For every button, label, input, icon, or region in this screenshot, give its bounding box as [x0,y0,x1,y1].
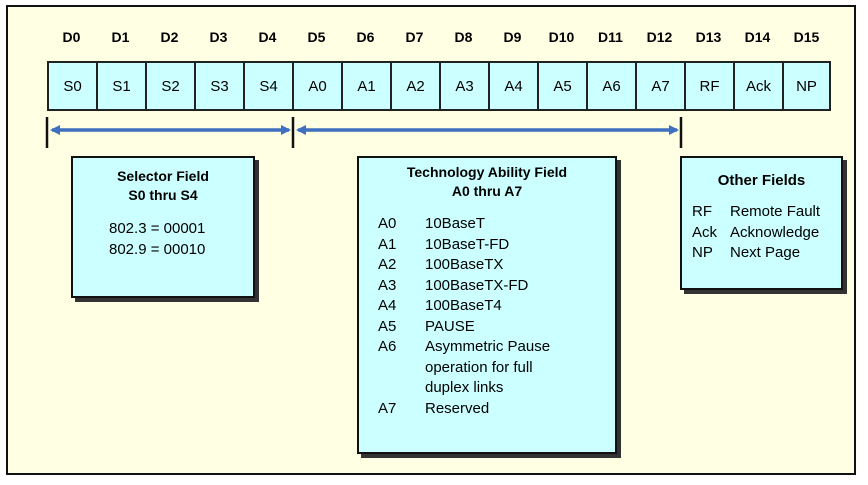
technology-desc-line: PAUSE [425,317,475,335]
technology-code: A7 [378,399,397,417]
technology-desc: PAUSE [425,317,475,338]
bit-header: D8 [454,29,473,45]
technology-desc: 100BaseTX [425,255,503,276]
bit-field-cell: A0 [292,61,341,111]
other-desc: Next Page [730,244,801,261]
bit-field-cell: S4 [243,61,292,111]
technology-desc-line: duplex links [425,379,504,396]
bit-header: D4 [258,29,277,45]
bit-header: D0 [62,29,81,45]
technology-title: Technology Ability Field [406,164,568,180]
bit-field-cell: NP [782,61,831,111]
technology-desc-line: Reserved [425,399,490,417]
other-desc: Remote Fault [730,203,821,220]
technology-desc-line: 10BaseT [425,215,486,232]
selector-line: 802.9 = 00010 [109,240,206,258]
other-item: Ack Acknowledge [692,223,841,244]
technology-item: A7 Reserved [378,399,615,420]
other-item: NP Next Page [692,243,841,264]
selector-line: 802.3 = 00001 [109,220,206,237]
technology-desc-line: 100BaseTX-FD [425,276,529,294]
technology-item: A5 PAUSE [378,317,615,338]
technology-desc: 10BaseT-FD [425,235,509,256]
bit-field-cell: S1 [96,61,145,111]
bit-header: D13 [695,29,722,45]
technology-item: A1 10BaseT-FD [378,235,615,256]
technology-item: A6 Asymmetric Pause operation for full dupl… [378,337,615,399]
technology-code: A1 [378,235,397,253]
selector-field-box: Selector Field S0 thru S4 802.3 = 00001 … [71,156,255,298]
bit-header: D15 [793,29,820,45]
bit-field-cell: A6 [586,61,635,111]
field-span-arrows [45,117,683,148]
bit-field-cell: A5 [537,61,586,111]
selector-title: Selector Field [117,168,209,184]
technology-item: A3 100BaseTX-FD [378,276,615,297]
bit-field-cell: S3 [194,61,243,111]
technology-desc: 100BaseT4 [425,296,502,317]
technology-desc: 100BaseTX-FD [425,276,528,297]
technology-desc-line: Asymmetric Pause [425,338,551,355]
bit-field-cell: A4 [488,61,537,111]
bit-header: D12 [646,29,673,45]
technology-item: A0 10BaseT [378,214,615,235]
technology-code: A4 [378,297,397,314]
bit-field-cell: A3 [439,61,488,111]
bit-field-cell: S0 [47,61,96,111]
bit-header: D6 [356,29,375,45]
technology-desc: Reserved [425,399,489,420]
other-code: Ack [692,223,718,241]
other-code: NP [692,244,713,261]
technology-code: A3 [378,276,397,294]
technology-subtitle: A0 thru A7 [451,183,523,199]
technology-desc-line: 100BaseTX [425,256,504,273]
selector-subtitle: S0 thru S4 [128,187,198,203]
technology-desc-line: 10BaseT-FD [425,235,510,253]
bit-field-cell: Ack [733,61,782,111]
technology-code: A2 [378,256,397,273]
technology-ability-box: Technology Ability Field A0 thru A7 A0 10… [357,156,617,454]
bit-header: D7 [405,29,424,45]
bit-field-cell: RF [684,61,733,111]
other-desc: Acknowledge [730,223,820,241]
bit-field-cell: S2 [145,61,194,111]
bit-field-cell: A2 [390,61,439,111]
bit-header: D2 [160,29,179,45]
technology-code: A5 [378,317,397,335]
other-code: RF [692,203,712,220]
technology-code: A0 [378,215,397,232]
technology-list: A0 10BaseT A1 10BaseT-FD A2 100BaseTX A3 100Bas… [359,214,615,419]
bit-header: D11 [598,29,623,45]
bit-header: D9 [503,29,522,45]
bit-header: D3 [209,29,228,45]
bit-header: D1 [111,29,130,45]
bit-header: D10 [548,29,575,45]
technology-item: A4 100BaseT4 [378,296,615,317]
bit-field-cell: A7 [635,61,684,111]
technology-desc: Asymmetric Pause operation for full duplex… [425,337,550,399]
technology-desc: 10BaseT [425,214,485,235]
other-title: Other Fields [717,172,806,189]
technology-desc-line: 100BaseT4 [425,297,502,314]
technology-item: A2 100BaseTX [378,255,615,276]
technology-desc-line: operation for full [425,358,533,376]
bit-field-cell: A1 [341,61,390,111]
other-item: RF Remote Fault [692,202,841,223]
bit-header: D5 [307,29,326,45]
technology-code: A6 [378,338,397,355]
bit-header: D14 [744,29,771,45]
